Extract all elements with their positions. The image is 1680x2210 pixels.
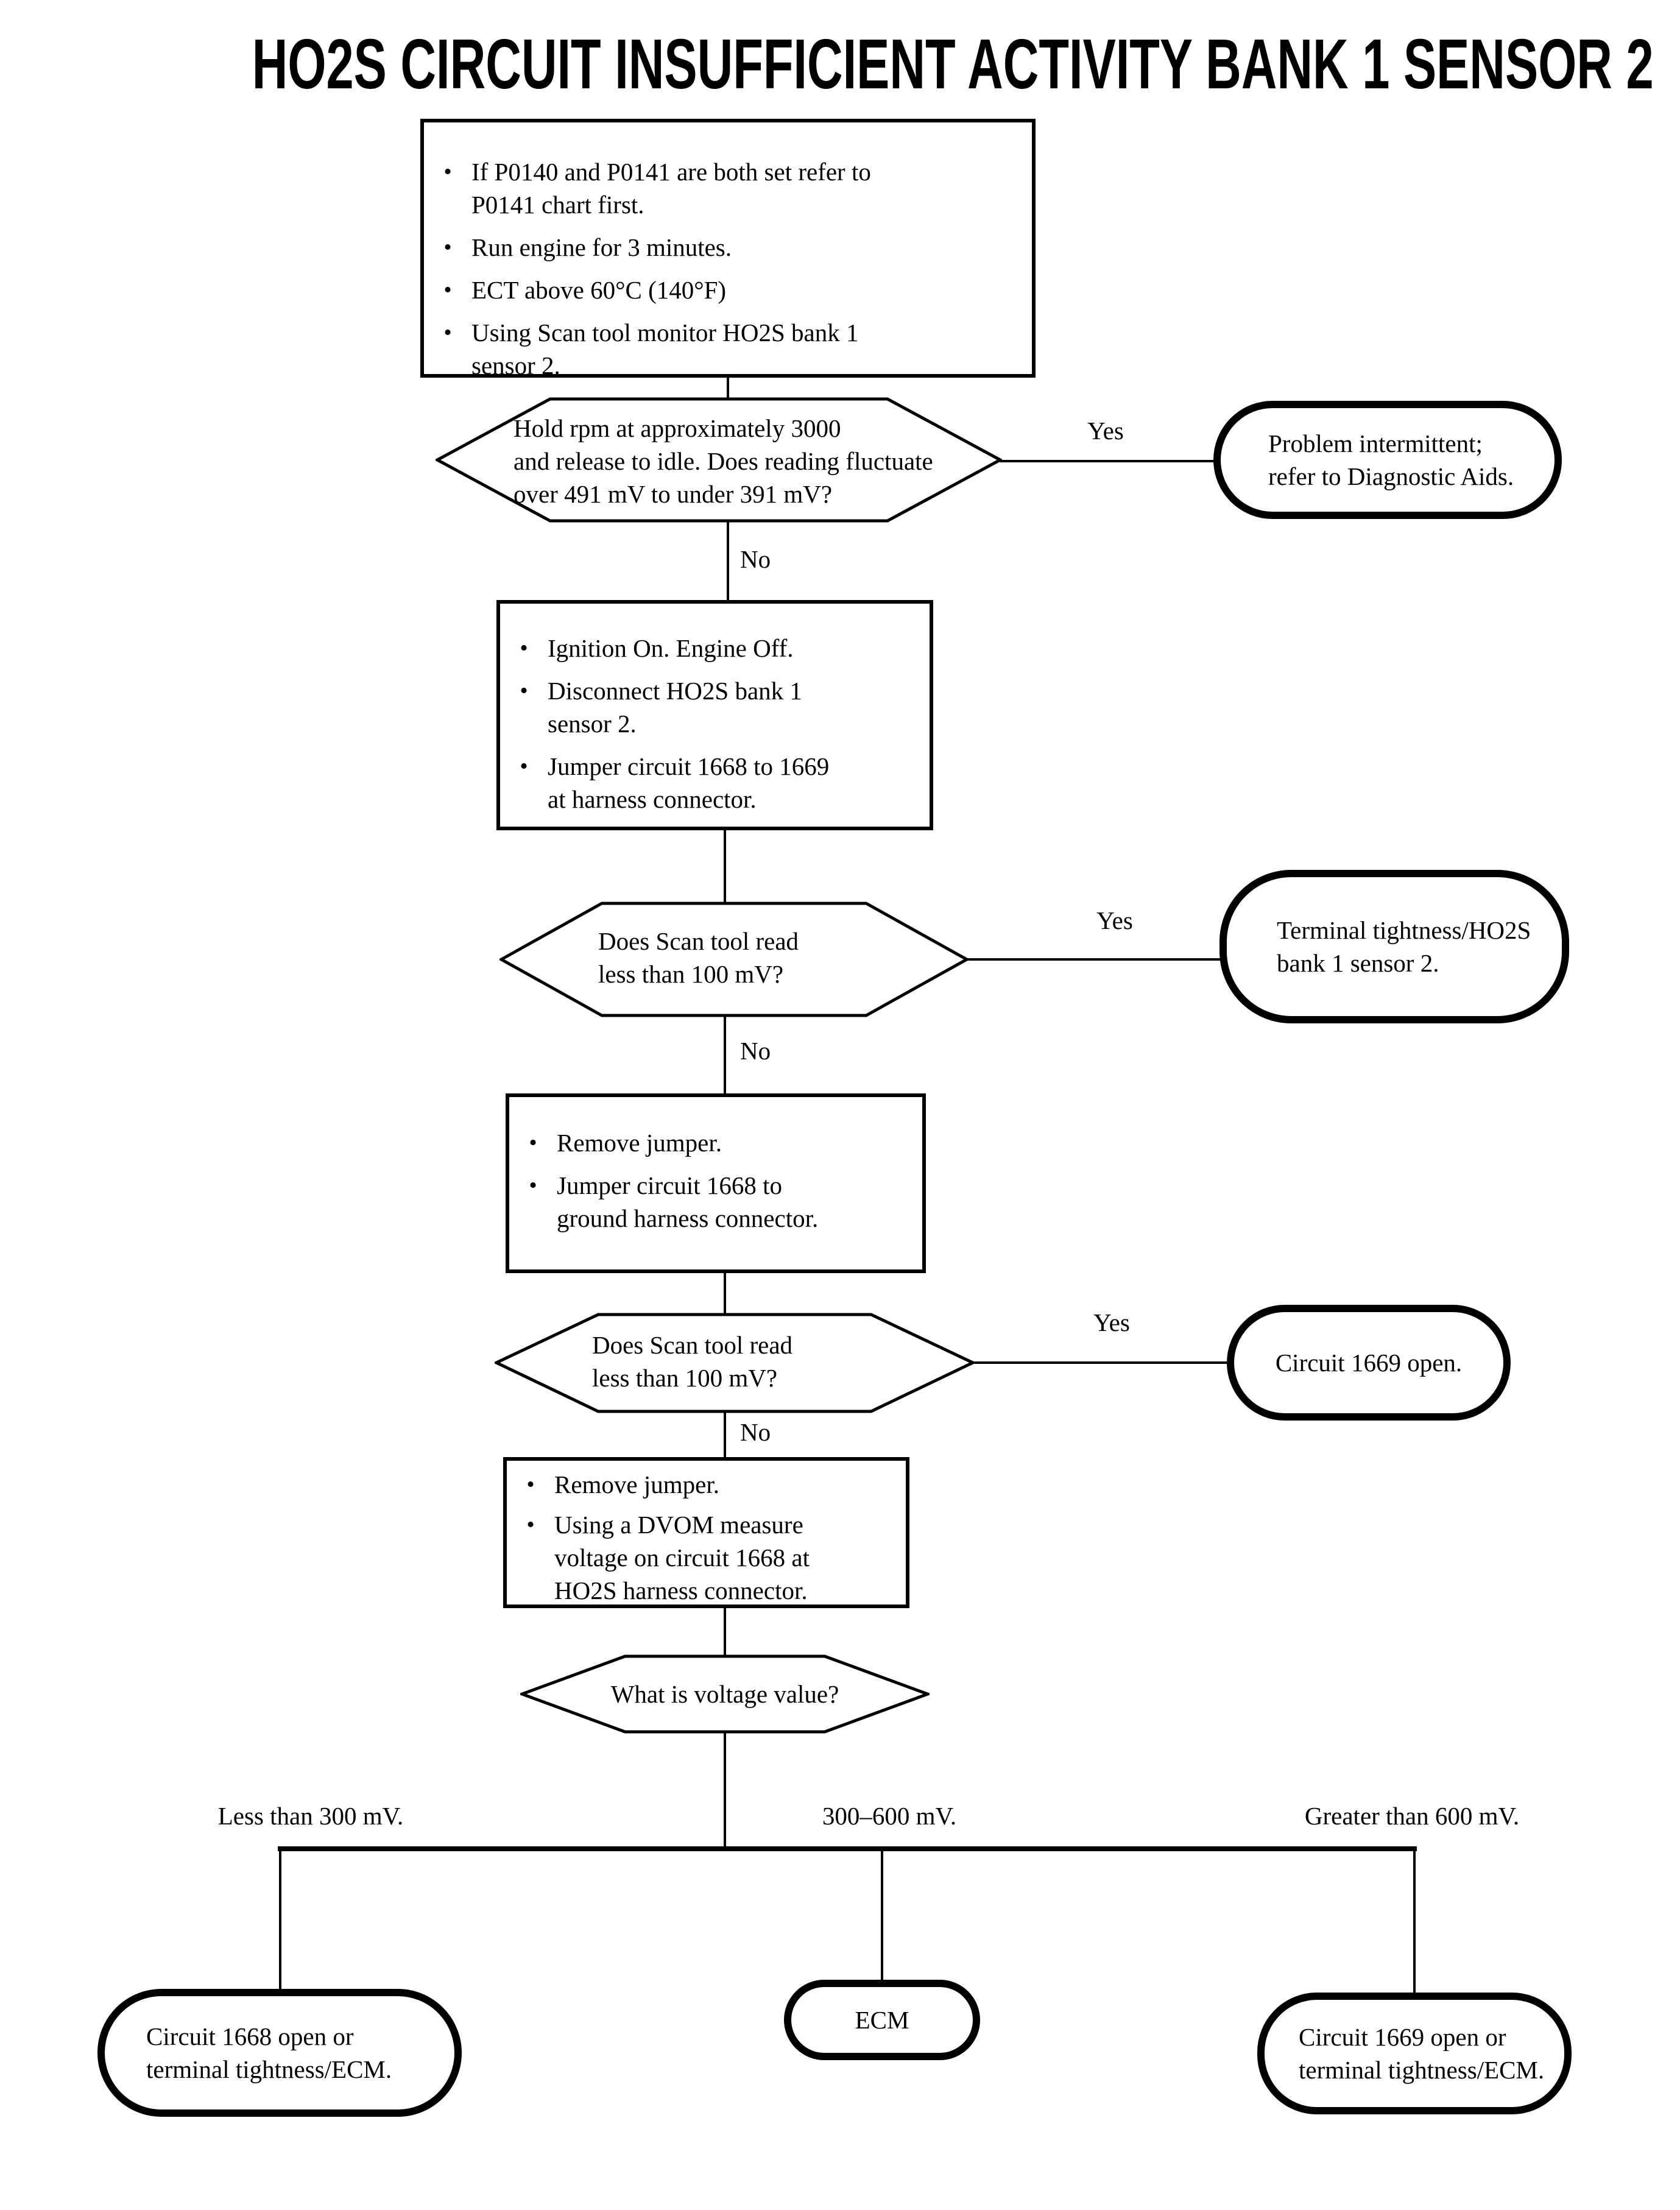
step-line: Jumper circuit 1668 to [557,1171,783,1199]
step-item: • Run engine for 3 minutes. [424,231,1032,264]
process-box-jumper-to-ground: • Remove jumper. • Jumper circuit 1668 t… [506,1093,926,1273]
label-no-3: No [740,1418,771,1446]
decision-line: Hold rpm at approximately 3000 [514,414,841,442]
decision-hex-scan-100mv-1: Does Scan tool read less than 100 mV? [499,902,969,1017]
branch-label-less-300mv: Less than 300 mV. [217,1802,404,1830]
process-box-preconditions: • If P0140 and P0141 are both set refer … [420,119,1036,380]
step-line: Run engine for 3 minutes. [471,233,732,261]
terminator-line: ECM [855,2006,909,2034]
bullet-icon: • [529,1173,537,1198]
terminator-ecm: ECM [784,1980,980,2060]
step-item: • If P0140 and P0141 are both set refer … [424,155,1032,221]
decision-hex-rpm-fluctuate: Hold rpm at approximately 3000 and relea… [436,397,1002,523]
step-line: Using Scan tool monitor HO2S bank 1 [471,319,859,347]
step-item: • Remove jumper. [509,1126,922,1159]
terminator-line: Circuit 1669 open or [1299,2023,1506,2051]
step-item: • Using a DVOM measure voltage on circui… [507,1508,906,1607]
bullet-icon: • [443,159,452,185]
terminator-line: Circuit 1669 open. [1275,1349,1463,1377]
bullet-icon: • [443,277,452,303]
branch-label-300-600mv: 300–600 mV. [822,1802,957,1830]
terminator-line: Circuit 1668 open or [146,2022,354,2050]
process-box-dvom-measure: • Remove jumper. • Using a DVOM measure … [503,1457,909,1608]
label-no-1: No [740,545,771,573]
bullet-icon: • [526,1472,535,1497]
decision-line: What is voltage value? [610,1680,839,1708]
bullet-icon: • [520,754,528,779]
terminator-line: terminal tightness/ECM. [1299,2056,1545,2084]
terminator-line: bank 1 sensor 2. [1277,949,1439,977]
hexagon-shape [436,397,1002,523]
decision-line: Does Scan tool read [592,1331,793,1359]
decision-line: less than 100 mV? [598,960,784,988]
terminator-circuit-1669-open: Circuit 1669 open. [1227,1305,1511,1421]
step-line: Remove jumper. [554,1470,720,1499]
label-yes-2: Yes [1096,906,1133,934]
step-line: Jumper circuit 1668 to 1669 [548,752,830,780]
step-line: P0141 chart first. [471,191,644,219]
step-line: at harness connector. [548,785,757,813]
bullet-icon: • [526,1512,535,1537]
bullet-icon: • [529,1130,537,1156]
hexagon-shape [499,902,969,1017]
terminator-circuit-1668-open-ecm: Circuit 1668 open or terminal tightness/… [97,1989,462,2117]
decision-line: less than 100 mV? [592,1364,778,1392]
bullet-icon: • [443,235,452,260]
decision-line: and release to idle. Does reading fluctu… [514,447,933,475]
step-item: • Disconnect HO2S bank 1 sensor 2. [500,674,930,740]
label-yes-3: Yes [1093,1308,1130,1336]
branch-label-greater-600mv: Greater than 600 mV. [1304,1802,1520,1830]
step-line: sensor 2. [471,351,560,380]
decision-line: over 491 mV to under 391 mV? [514,480,833,508]
terminator-line: terminal tightness/ECM. [146,2055,392,2083]
step-line: sensor 2. [548,710,637,738]
label-no-2: No [740,1037,771,1065]
terminator-terminal-tightness-ho2s: Terminal tightness/HO2S bank 1 sensor 2. [1219,870,1569,1023]
bullet-icon: • [520,635,528,661]
terminator-line: Problem intermittent; [1268,429,1483,457]
label-yes-1: Yes [1087,417,1124,445]
bullet-icon: • [520,678,528,704]
step-line: Ignition On. Engine Off. [548,634,794,662]
step-item: • ECT above 60°C (140°F) [424,274,1032,306]
terminator-problem-intermittent: Problem intermittent; refer to Diagnosti… [1213,401,1562,519]
terminator-line: Terminal tightness/HO2S [1277,916,1531,944]
decision-hex-scan-100mv-2: Does Scan tool read less than 100 mV? [495,1313,975,1413]
step-item: • Jumper circuit 1668 to 1669 at harness… [500,750,930,816]
terminator-circuit-1669-open-ecm: Circuit 1669 open or terminal tightness/… [1257,1993,1572,2114]
step-line: ECT above 60°C (140°F) [471,276,727,304]
terminator-line: refer to Diagnostic Aids. [1268,462,1514,490]
bullet-icon: • [443,320,452,345]
page-title: HO2S CIRCUIT INSUFFICIENT ACTIVITY BANK … [252,24,1654,104]
hexagon-shape [520,1654,930,1734]
step-line: Disconnect HO2S bank 1 [548,677,802,705]
step-line: Using a DVOM measure [554,1511,803,1539]
process-box-jumper-1668-1669: • Ignition On. Engine Off. • Disconnect … [496,600,933,830]
step-line: HO2S harness connector. [554,1576,808,1605]
step-item: • Jumper circuit 1668 to ground harness … [509,1169,922,1235]
step-line: Remove jumper. [557,1129,722,1157]
step-line: voltage on circuit 1668 at [554,1544,810,1572]
step-line: If P0140 and P0141 are both set refer to [471,158,871,186]
step-line: ground harness connector. [557,1204,819,1232]
hexagon-shape [495,1313,975,1413]
step-item: • Using Scan tool monitor HO2S bank 1 se… [424,316,1032,382]
step-item: • Remove jumper. [507,1468,906,1501]
decision-hex-voltage-value: What is voltage value? [520,1654,930,1734]
decision-line: Does Scan tool read [598,927,799,955]
step-item: • Ignition On. Engine Off. [500,632,930,665]
